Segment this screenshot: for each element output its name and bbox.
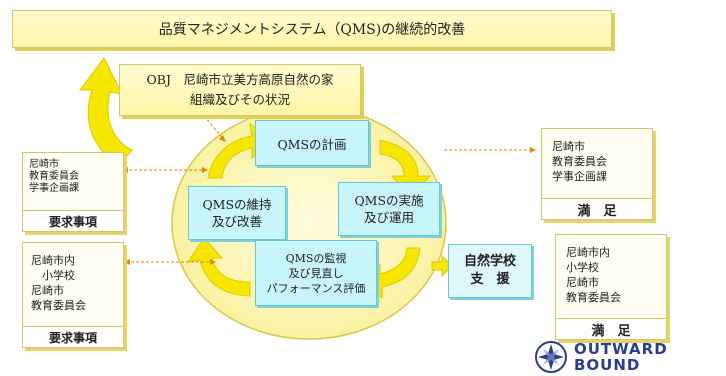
logo-line1: OUTWARD — [574, 340, 668, 358]
obj-text: OBJ 尼崎市立美方高原自然の家 組織及びその状況 — [146, 72, 334, 107]
connector-obj — [203, 115, 227, 143]
act-text: QMSの維持 及び改善 — [202, 197, 272, 229]
satisfaction-bottom-text: 尼崎市内 小学校 尼崎市 教育委員会 — [566, 246, 621, 304]
plan-box: QMSの計画 — [255, 120, 369, 166]
outward-bound-logo: OUTWARD BOUND — [534, 340, 724, 374]
top-banner-text: 品質マネジメントシステム（QMS)の継続的改善 — [158, 22, 466, 38]
improvement-arrow — [79, 57, 133, 166]
check-box: QMSの監視 及び見直し パフォーマンス評価 — [255, 240, 377, 306]
compass-icon — [535, 341, 567, 373]
requirement-label-top: 要求事項 — [23, 210, 123, 231]
support-text: 自然学校 支 援 — [463, 254, 516, 287]
satisfaction-label-top: 満 足 — [542, 198, 652, 219]
obj-box: OBJ 尼崎市立美方高原自然の家 組織及びその状況 — [119, 64, 361, 116]
do-box: QMSの実施 及び運用 — [338, 182, 440, 236]
do-text: QMSの実施 及び運用 — [354, 193, 424, 225]
requester-bottom-text: 尼崎市内 小学校 尼崎市 教育委員会 — [31, 254, 86, 312]
satisfaction-box-bottom: 尼崎市内 小学校 尼崎市 教育委員会 満 足 — [555, 234, 667, 340]
top-banner: 品質マネジメントシステム（QMS)の継続的改善 — [12, 10, 612, 48]
requester-box-top: 尼崎市 教育委員会 学事企画課 要求事項 — [22, 152, 124, 232]
logo-line2: BOUND — [574, 356, 641, 374]
requester-box-bottom: 尼崎市内 小学校 尼崎市 教育委員会 要求事項 — [22, 242, 124, 348]
requester-top-text: 尼崎市 教育委員会 学事企画課 — [29, 159, 79, 194]
support-arrow — [431, 254, 453, 278]
support-box: 自然学校 支 援 — [448, 244, 532, 298]
satisfaction-box-top: 尼崎市 教育委員会 学事企画課 満 足 — [541, 128, 653, 220]
act-box: QMSの維持 及び改善 — [188, 186, 286, 240]
plan-text: QMSの計画 — [277, 136, 347, 152]
requirement-label-bottom: 要求事項 — [23, 326, 123, 347]
check-text: QMSの監視 及び見直し パフォーマンス評価 — [266, 251, 366, 295]
satisfaction-label-bottom: 満 足 — [556, 318, 666, 339]
satisfaction-top-text: 尼崎市 教育委員会 学事企画課 — [552, 140, 607, 183]
